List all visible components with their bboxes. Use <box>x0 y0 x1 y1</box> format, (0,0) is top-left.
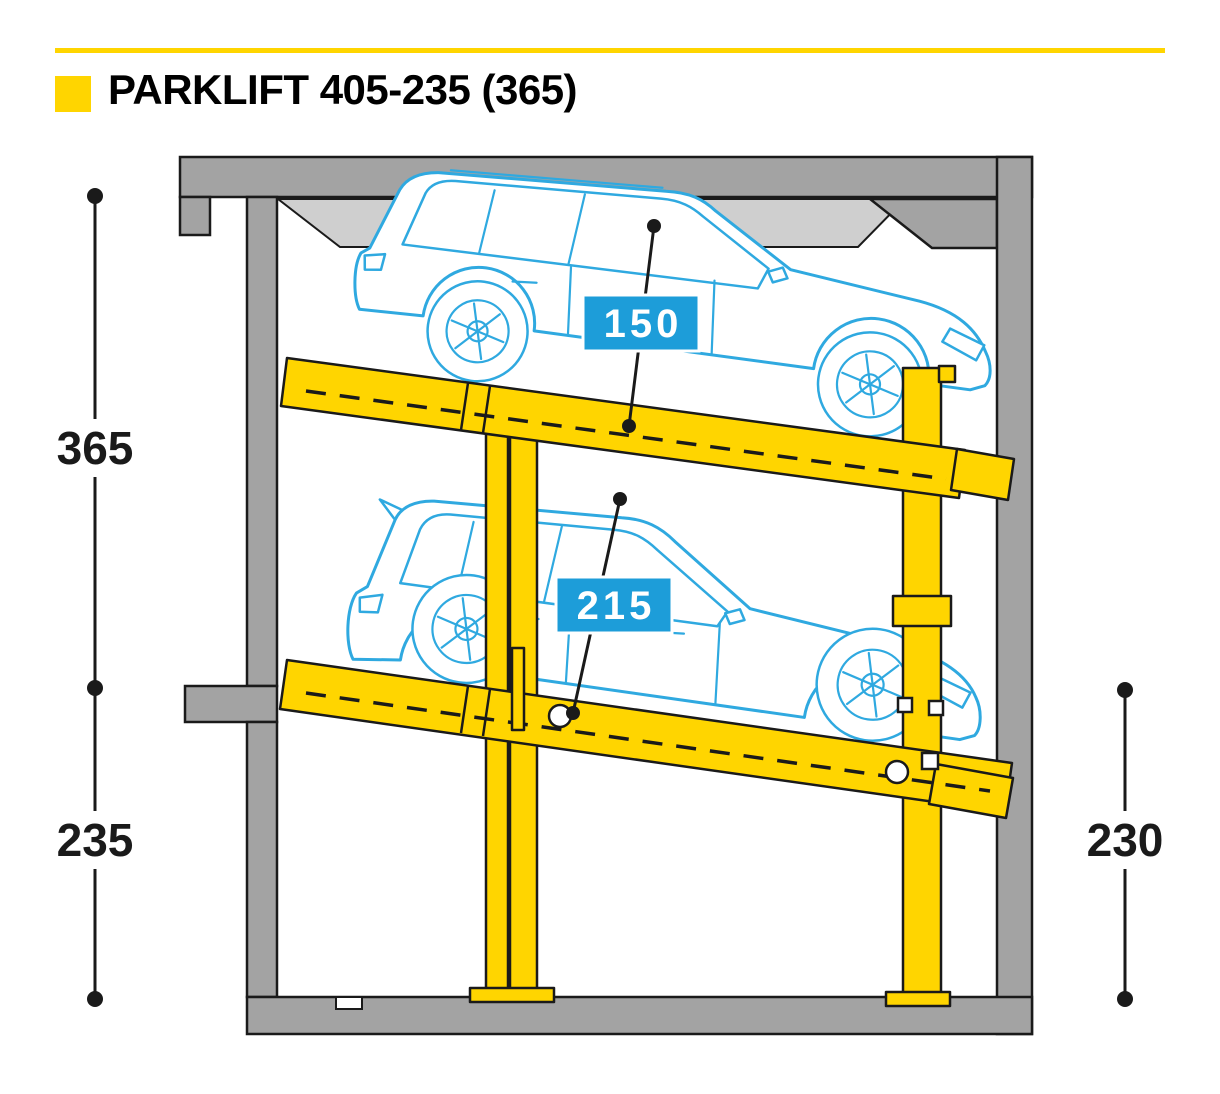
dimension-dot <box>87 680 103 696</box>
right-post-base <box>884 990 952 1008</box>
dimension-label-235: 235 <box>57 814 134 866</box>
lower-platform <box>278 646 1015 820</box>
upper-platform-end-cap <box>949 447 1016 502</box>
dimension-dot <box>1117 682 1133 698</box>
dimension-label-bg <box>44 419 146 477</box>
upper-car-taillight <box>363 252 387 272</box>
clearance-badge-upper <box>581 293 701 353</box>
right-post-top-tab <box>937 364 957 384</box>
left-ledge <box>183 684 279 724</box>
dimension-label-bg <box>1074 811 1176 869</box>
upper-car-mirror <box>766 266 789 284</box>
dimension-right: 230 <box>1074 682 1176 1007</box>
left-wall-upper <box>245 195 279 688</box>
dimension-dot <box>87 991 103 1007</box>
lower-platform-end-cap <box>927 762 1015 820</box>
measure-dot <box>566 706 580 720</box>
lower-platform-seam <box>481 688 492 737</box>
dimension-left: 365 235 <box>44 188 146 1007</box>
platform-lock-block <box>920 751 940 771</box>
right-post-bracket <box>891 594 953 628</box>
upper-platform-dash-line <box>305 389 947 481</box>
clearance-badge-lower <box>554 575 674 635</box>
lower-car-mirror <box>723 608 746 626</box>
platform-roller <box>884 759 910 785</box>
left-wall-lower <box>245 720 279 999</box>
lower-car-taillight <box>358 593 384 614</box>
upper-car-headlight <box>941 327 986 362</box>
ceiling-wedge <box>866 197 999 250</box>
lower-platform-dash-line <box>305 691 991 793</box>
measure-dot <box>613 492 627 506</box>
post-guide-block <box>927 699 945 717</box>
ceiling-lip <box>178 195 212 237</box>
clearance-badge-upper-value: 150 <box>604 302 683 346</box>
dimension-label-365: 365 <box>57 422 134 474</box>
floor-notch <box>335 996 363 1010</box>
page-title: PARKLIFT 405-235 (365) <box>108 66 578 113</box>
measure-dot <box>647 219 661 233</box>
dimension-dot <box>87 188 103 204</box>
center-post-base <box>468 986 556 1004</box>
post-guide-block <box>896 696 914 714</box>
upper-car-windows <box>401 179 770 290</box>
measure-dot <box>622 419 636 433</box>
center-post-front-rod <box>510 646 526 732</box>
lower-platform-seam <box>459 685 470 734</box>
dimension-label-230: 230 <box>1087 814 1164 866</box>
dimension-dot <box>1117 991 1133 1007</box>
upper-platform-seam <box>481 385 492 434</box>
upper-car-rear-wheel <box>426 280 529 383</box>
title-bullet-icon <box>55 76 91 112</box>
clearance-measure-upper: 150 <box>581 219 701 433</box>
right-wall <box>995 155 1034 1036</box>
header-rule <box>55 48 1165 53</box>
upper-platform-seam <box>459 382 470 431</box>
clearance-measure-lower: 215 <box>554 492 674 720</box>
clearance-badge-lower-value: 215 <box>577 584 656 628</box>
dimension-label-bg <box>44 811 146 869</box>
